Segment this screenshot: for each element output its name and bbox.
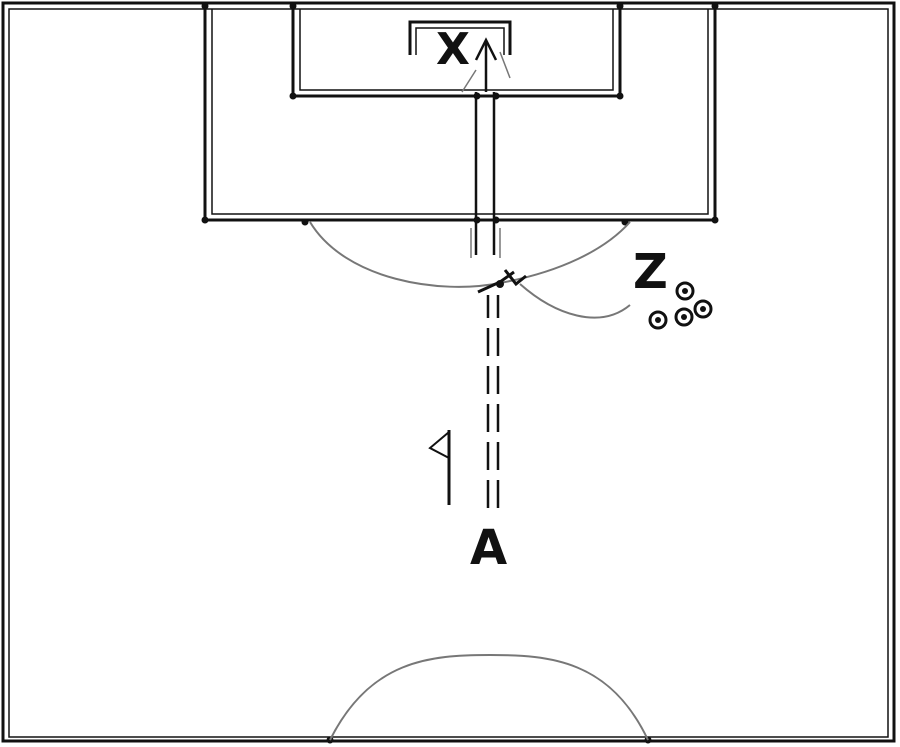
tackle-point [477,269,527,294]
pitch-boundary-inner [8,8,889,738]
run-path-solid [474,92,496,255]
goal-area-inner [299,9,614,91]
goal-inner [415,27,505,55]
step-marker-flag [428,430,451,505]
penalty-arc [309,221,631,288]
ball-centers [655,288,706,323]
defender-label: Z [633,244,668,300]
shot-arrow-light [461,51,511,93]
penalty-area-inner [211,9,709,215]
attacker-label: A [470,520,507,576]
penalty-area [203,6,717,222]
junction-dots [201,2,719,744]
dribble-path-dashed [486,295,500,508]
run-path-light [470,228,501,258]
goal [408,20,512,55]
defender-run [519,283,631,319]
center-circle-arc [329,653,649,741]
goalkeeper-label: X [436,24,470,75]
shot-arrow [474,37,498,92]
goal-area [291,6,622,98]
